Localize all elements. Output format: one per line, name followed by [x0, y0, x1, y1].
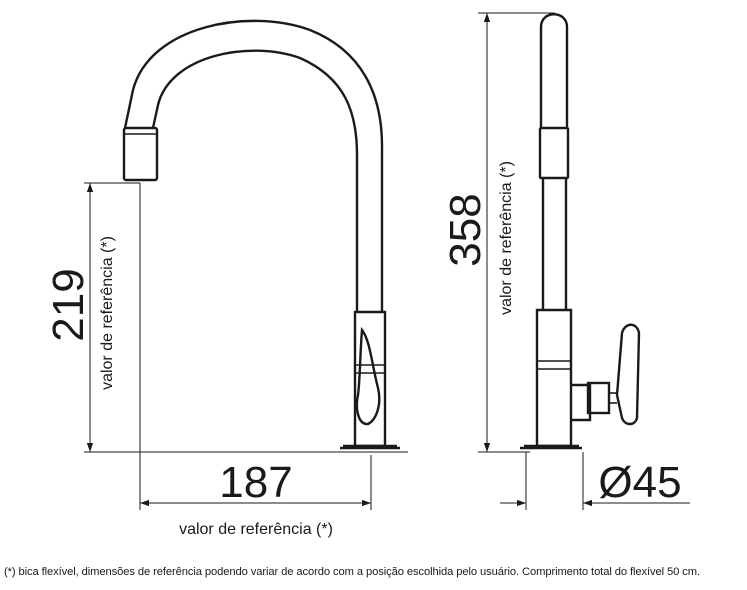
front-height-note: valor de referência (*): [99, 236, 116, 390]
front-reach-note: valor de referência (*): [179, 521, 333, 538]
side-diameter-value: Ø45: [598, 458, 681, 507]
front-reach-dimension: [139, 183, 372, 510]
front-height-value: 219: [44, 268, 93, 341]
side-height-value: 358: [441, 193, 490, 266]
technical-drawing: 219 valor de referência (*) 187 valor de…: [44, 12, 690, 538]
side-diameter-dimension: [500, 452, 690, 510]
front-height-dimension: [84, 182, 408, 453]
side-height-note: valor de referência (*): [498, 161, 515, 315]
front-view-faucet: [122, 19, 400, 450]
front-reach-value: 187: [219, 458, 292, 507]
footnote: (*) bica flexível, dimensões de referênc…: [4, 566, 700, 578]
side-view-faucet: [520, 13, 641, 450]
side-height-dimension: [478, 12, 555, 453]
